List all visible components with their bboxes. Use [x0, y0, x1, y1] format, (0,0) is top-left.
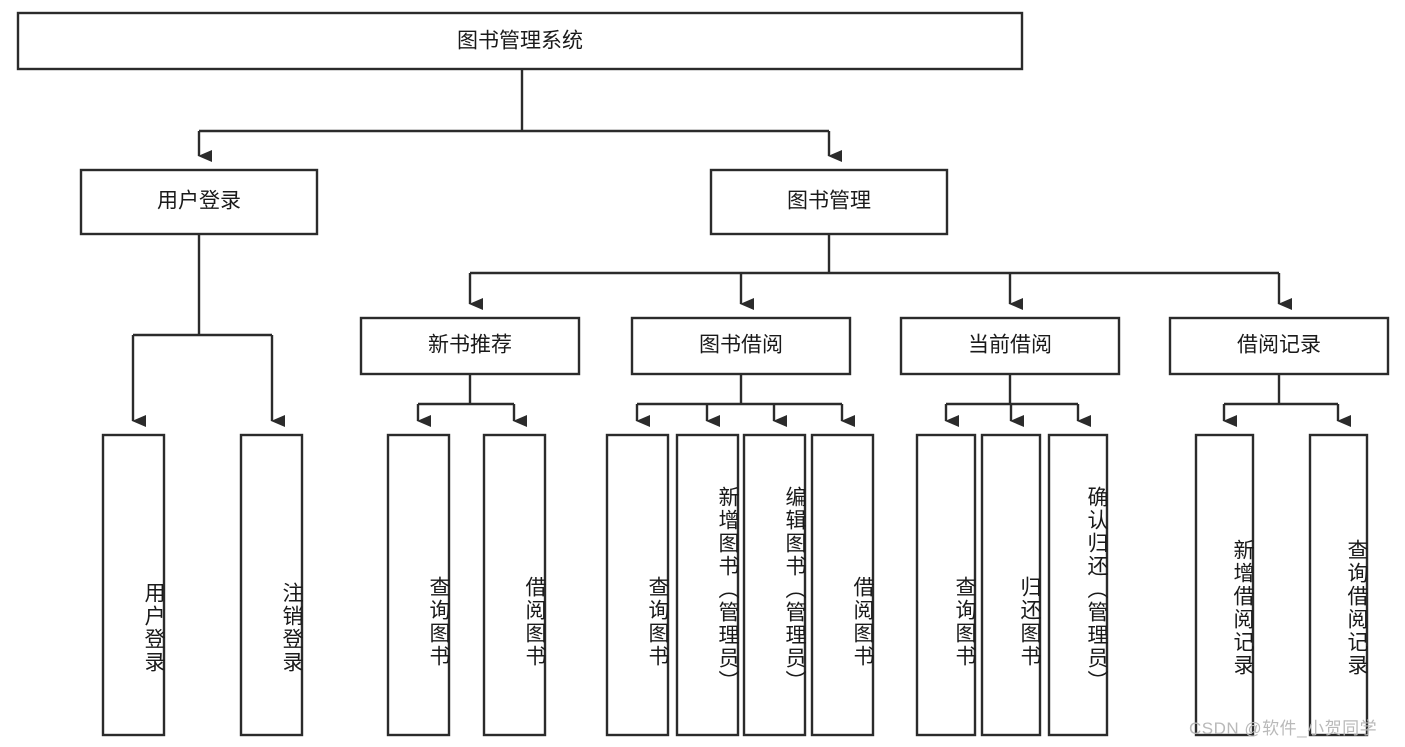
- connector-group-book-borrow: [635, 374, 855, 427]
- leaf-box-add-borrow-record[interactable]: [1194, 433, 1255, 737]
- leaf-box-confirm-return[interactable]: [1047, 433, 1109, 737]
- leaf-box-query-book-recommend[interactable]: [386, 433, 451, 737]
- node-book-manage-box[interactable]: [709, 168, 949, 236]
- node-root-box[interactable]: [16, 11, 1024, 71]
- csdn-watermark: CSDN @软件_小贺同学: [1189, 719, 1378, 738]
- node-borrow-record-box[interactable]: [1168, 316, 1390, 376]
- leaf-box-logout[interactable]: [239, 433, 304, 737]
- connector-group-user-login: [131, 234, 285, 427]
- leaf-box-edit-book[interactable]: [742, 433, 807, 737]
- leaf-box-return-book[interactable]: [980, 433, 1042, 737]
- connector-group-root: [197, 69, 842, 162]
- connector-group-new-book-recommend: [416, 374, 527, 427]
- node-root[interactable]: 图书管理系统: [16, 11, 1024, 71]
- leaf-box-query-book-current[interactable]: [915, 433, 977, 737]
- node-current-borrow[interactable]: 当前借阅: [899, 316, 1121, 376]
- node-new-book-recommend-label: 新书推荐: [428, 334, 512, 357]
- leaf-box-borrow-book[interactable]: [810, 433, 875, 737]
- node-book-borrow-box[interactable]: [630, 316, 852, 376]
- node-new-book-recommend[interactable]: 新书推荐: [359, 316, 581, 376]
- node-book-borrow-label: 图书借阅: [699, 334, 783, 357]
- node-current-borrow-box[interactable]: [899, 316, 1121, 376]
- leaf-box-query-book-borrow[interactable]: [605, 433, 670, 737]
- leaf-box-query-borrow-record[interactable]: [1308, 433, 1369, 737]
- node-current-borrow-label: 当前借阅: [968, 334, 1052, 357]
- leaf-boxes: [101, 433, 1369, 737]
- leaf-box-user-login[interactable]: [101, 433, 166, 737]
- node-user-login[interactable]: 用户登录: [79, 168, 319, 236]
- leaf-box-add-book[interactable]: [675, 433, 740, 737]
- connector-group-book-manage: [468, 234, 1292, 310]
- connector-group-borrow-record: [1222, 374, 1351, 427]
- node-borrow-record-label: 借阅记录: [1237, 334, 1321, 357]
- node-root-label: 图书管理系统: [457, 30, 583, 53]
- node-book-borrow[interactable]: 图书借阅: [630, 316, 852, 376]
- node-new-book-recommend-box[interactable]: [359, 316, 581, 376]
- node-borrow-record[interactable]: 借阅记录: [1168, 316, 1390, 376]
- leaf-box-borrow-book-recommend[interactable]: [482, 433, 547, 737]
- node-user-login-label: 用户登录: [157, 190, 241, 213]
- node-book-manage[interactable]: 图书管理: [709, 168, 949, 236]
- node-book-manage-label: 图书管理: [787, 190, 871, 213]
- connector-group-current-borrow: [944, 374, 1091, 427]
- node-user-login-box[interactable]: [79, 168, 319, 236]
